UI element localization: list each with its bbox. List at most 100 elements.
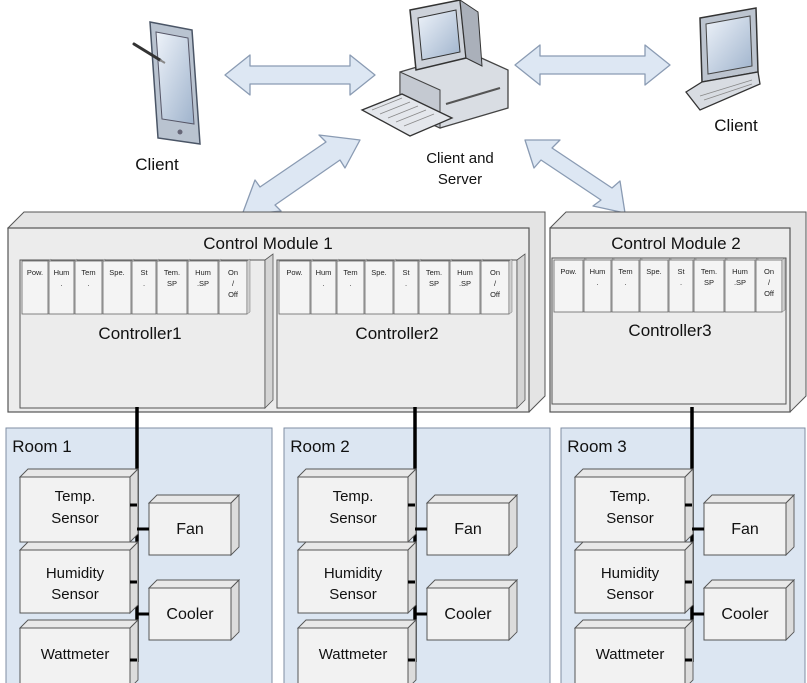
channel-label: Pow. <box>27 268 43 277</box>
room-title: Room 3 <box>567 437 627 456</box>
channel-label: St <box>677 267 685 276</box>
channel-label: Off <box>764 289 775 298</box>
fan-label: Fan <box>176 521 204 538</box>
channel-label: Pow. <box>560 267 576 276</box>
channel-cell: Tem.SP <box>693 257 728 313</box>
tablet-icon <box>132 21 201 145</box>
channel-label: Pow. <box>286 268 302 277</box>
channel-label: Spe. <box>371 268 386 277</box>
cooler-label: Cooler <box>444 606 492 623</box>
server-label-line1: Client and <box>426 150 494 167</box>
cooler-box: Cooler <box>702 578 796 642</box>
channel-label: St <box>402 268 410 277</box>
channel-cell: Tem. SP <box>418 258 453 315</box>
cooler-box: Cooler <box>147 578 241 642</box>
channel-label: Spe. <box>109 268 124 277</box>
channel-cell: On / Off <box>755 257 786 313</box>
channel-label: SP <box>429 279 439 288</box>
channel-label: . <box>87 279 89 288</box>
fan-label: Fan <box>731 521 759 538</box>
channel-label: Tem <box>81 268 95 277</box>
channel-cell: Spe. <box>639 257 672 313</box>
channel-cell: Spe. <box>102 258 135 315</box>
channel-label: On <box>228 268 238 277</box>
module-2-title: Control Module 2 <box>611 234 740 253</box>
temp-sensor-label-2: Sensor <box>606 510 654 527</box>
humidity-sensor-label-1: Humidity <box>324 565 383 582</box>
channel-cell: St. <box>131 258 160 315</box>
channel-label: . <box>680 278 682 287</box>
channel-cell: On/Off <box>218 258 251 315</box>
fan-box: Fan <box>702 493 796 557</box>
temp-sensor-box: Temp. Sensor <box>573 467 695 544</box>
rooms: Room 1Temp.SensorHumiditySensorWattmeter… <box>5 407 806 683</box>
channel-label: Hum <box>316 268 332 277</box>
channel-cell: Pow. <box>553 257 587 313</box>
room-title: Room 1 <box>12 437 72 456</box>
arrow-server-laptop <box>514 44 671 86</box>
arrow-tablet-server <box>224 54 376 96</box>
fan-box: Fan <box>147 493 241 557</box>
channel-label: . <box>60 279 62 288</box>
laptop-icon <box>685 7 761 111</box>
channel-label: Hum <box>195 268 211 277</box>
channel-cell: Tem.SP <box>156 258 191 315</box>
wattmeter-label: Wattmeter <box>41 646 110 663</box>
server-label-line2: Server <box>438 171 482 188</box>
control-module-1: Control Module 1 Pow.Hum.Tem.Spe.St.Tem.… <box>7 211 546 413</box>
channel-cell: Pow. <box>21 258 52 315</box>
channel-label: Off <box>490 290 501 299</box>
cooler-label: Cooler <box>166 606 214 623</box>
channel-label: Tem <box>343 268 357 277</box>
cooler-label: Cooler <box>721 606 769 623</box>
channel-cell: St. <box>668 257 697 313</box>
channel-label: On <box>490 268 500 277</box>
channel-label: Hum <box>732 267 748 276</box>
controller-1-name: Controller1 <box>98 324 181 343</box>
laptop-client-label: Client <box>714 116 758 135</box>
server-client: Client and Server <box>360 0 509 188</box>
wattmeter-box: Wattmeter <box>18 618 140 683</box>
temp-sensor-label-1: Temp. <box>333 488 374 505</box>
channel-label: Tem. <box>426 268 442 277</box>
arrow-server-module1 <box>241 134 361 216</box>
tablet-client-label: Client <box>135 155 179 174</box>
fan-label: Fan <box>454 521 482 538</box>
channel-cell: Hum. <box>48 258 78 315</box>
channel-label: Hum <box>590 267 606 276</box>
wattmeter-box: Wattmeter <box>296 618 418 683</box>
channel-label: Tem <box>618 267 632 276</box>
connection-arrows <box>224 44 671 216</box>
temp-sensor-label-2: Sensor <box>329 510 377 527</box>
channel-label: / <box>494 279 497 288</box>
channel-cell: Pow. <box>278 258 314 315</box>
channel-label: Hum <box>54 268 70 277</box>
room-2: Room 2Temp.SensorHumiditySensorWattmeter… <box>283 407 551 683</box>
temp-sensor-label-1: Temp. <box>610 488 651 505</box>
channel-label: / <box>768 278 771 287</box>
channel-cell: Tem. <box>611 257 643 313</box>
humidity-sensor-label-2: Sensor <box>606 586 654 603</box>
temp-sensor-label-1: Temp. <box>55 488 96 505</box>
controller-3-name: Controller3 <box>628 321 711 340</box>
wattmeter-label: Wattmeter <box>596 646 665 663</box>
channel-label: . <box>143 279 145 288</box>
control-module-2: Control Module 2 Pow. Hum. Tem.Spe.St.Tem.… <box>549 211 807 413</box>
channel-label: Tem. <box>164 268 180 277</box>
channel-cell: Hum.SP <box>449 258 484 315</box>
controller-2-name: Controller2 <box>355 324 438 343</box>
channel-label: On <box>764 267 774 276</box>
channel-label: .SP <box>459 279 471 288</box>
humidity-sensor-label-2: Sensor <box>329 586 377 603</box>
channel-label: . <box>405 279 407 288</box>
room-3: Room 3Temp.SensorHumiditySensorWattmeter… <box>560 407 806 683</box>
laptop-client: Client <box>685 7 761 135</box>
